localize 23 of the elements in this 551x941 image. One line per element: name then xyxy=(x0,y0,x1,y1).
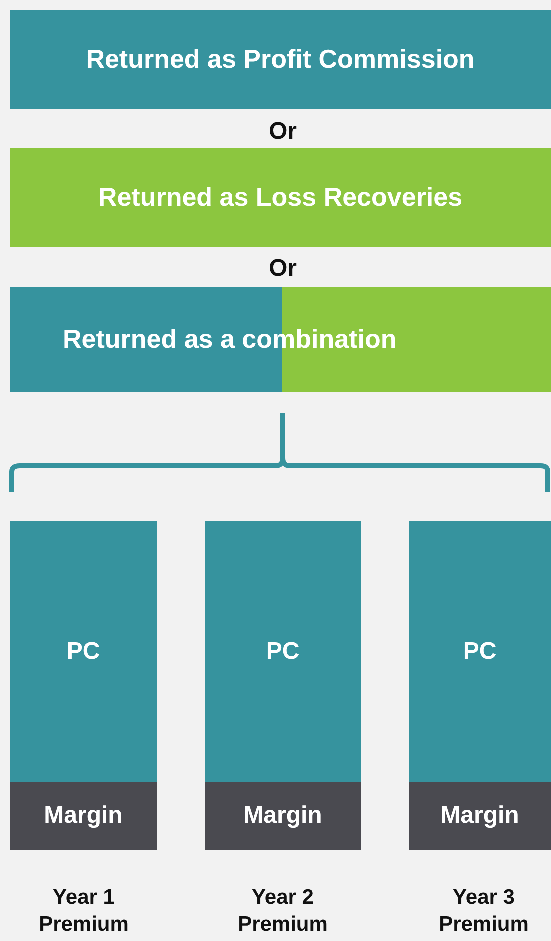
year-premium-label: Year 2 Premium xyxy=(237,885,329,938)
margin-block xyxy=(205,782,361,850)
block-label: Margin xyxy=(244,802,322,830)
margin-block xyxy=(409,782,551,850)
bar-block xyxy=(10,287,551,392)
bar-block xyxy=(205,521,361,782)
or-text: Or xyxy=(268,254,298,284)
bar-block xyxy=(10,148,551,247)
block-label: Returned as Loss Recoveries xyxy=(98,182,463,213)
block-label: Returned as a combination xyxy=(63,324,397,355)
block-label: PC xyxy=(66,638,100,666)
bar-block xyxy=(409,521,551,782)
block-label: Returned as Profit Commission xyxy=(86,44,475,75)
year-premium-label: Year 1 Premium xyxy=(38,885,130,938)
block-label: Margin xyxy=(44,802,123,830)
block-label: PC xyxy=(463,638,497,666)
year-premium-label: Year 3 Premium xyxy=(438,885,530,938)
or-text: Or xyxy=(268,117,298,147)
block-label: Margin xyxy=(440,802,520,830)
bar-block xyxy=(10,10,551,109)
block-label: PC xyxy=(266,638,300,666)
bar-block xyxy=(10,521,157,782)
margin-block xyxy=(10,782,157,850)
